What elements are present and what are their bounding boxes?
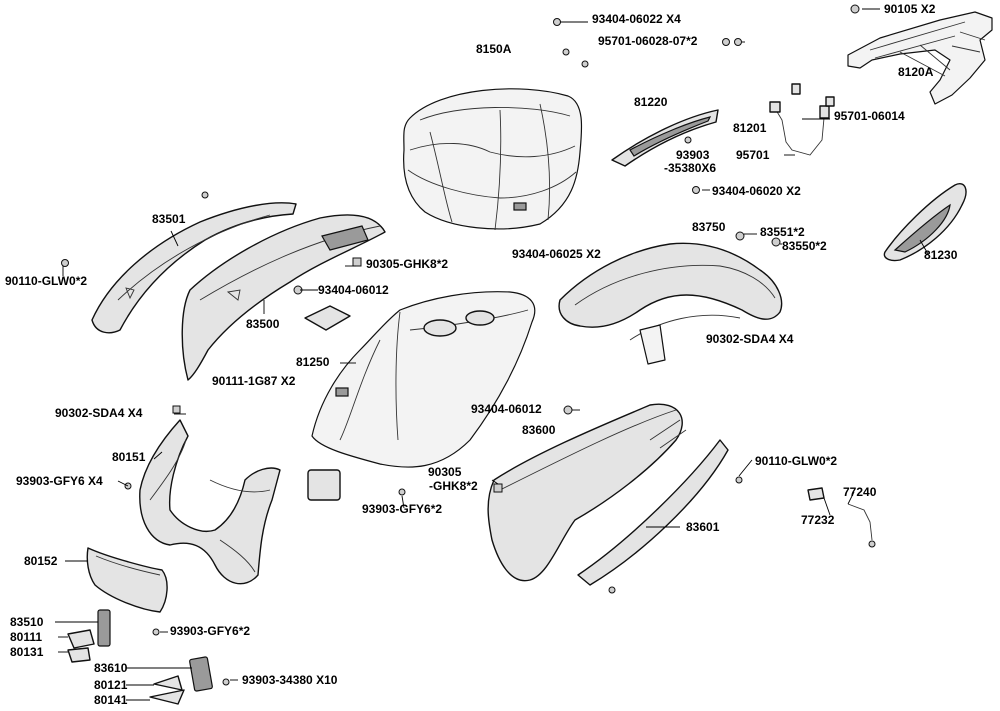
label-93903: 93903	[676, 148, 710, 162]
lens-80141	[149, 689, 185, 705]
label-80121: 80121	[94, 678, 128, 692]
inner-panel-80151	[139, 419, 281, 585]
lens-80131	[67, 647, 91, 663]
label-80141: 80141	[94, 693, 128, 707]
side-rail-83501	[91, 202, 297, 334]
label-81250: 81250	[296, 355, 330, 369]
label-93404-06012-a: 93404-06012	[318, 283, 389, 297]
label-83551: 83551*2	[760, 225, 805, 239]
label-83550: 83550*2	[782, 239, 827, 253]
label-35380: -35380X6	[664, 161, 717, 175]
label-83510: 83510	[10, 615, 44, 629]
label-90110-GLW0-b: 90110-GLW0*2	[755, 454, 838, 468]
rear-body-83750	[558, 242, 783, 365]
label-90110-GLW0-a: 90110-GLW0*2	[5, 274, 88, 288]
lens-80111	[67, 629, 95, 649]
label-95701: 95701	[736, 148, 770, 162]
label-GHK8-b: -GHK8*2	[429, 479, 478, 493]
label-83600: 83600	[522, 423, 556, 437]
label-8150A: 8150A	[476, 42, 512, 56]
label-95701-06028: 95701-06028-07*2	[598, 34, 698, 48]
label-93404-06020: 93404-06020 X2	[712, 184, 801, 198]
label-80111: 80111	[10, 630, 43, 644]
label-90105: 90105 X2	[884, 2, 936, 16]
pad	[304, 305, 351, 331]
label-80152: 80152	[24, 554, 58, 568]
bracket-81201	[769, 83, 835, 156]
label-80131: 80131	[10, 645, 44, 659]
label-81201: 81201	[733, 121, 767, 135]
label-80151: 80151	[112, 450, 146, 464]
label-77240: 77240	[843, 485, 877, 499]
label-95701-06014: 95701-06014	[834, 109, 905, 123]
lower-cover-83600	[487, 403, 687, 582]
label-90302-SDA4-a: 90302-SDA4 X4	[706, 332, 794, 346]
label-90111-1G87: 90111-1G87 X2	[212, 374, 296, 388]
label-93903-GFY6-x4: 93903-GFY6 X4	[16, 474, 103, 488]
lower-trim-83601	[577, 439, 729, 586]
label-93404-06025: 93404-06025 X2	[512, 247, 601, 261]
label-93903-34380: 93903-34380 X10	[242, 673, 338, 687]
label-8120A: 8120A	[898, 65, 934, 79]
side-cover-83500	[181, 214, 386, 381]
label-83750: 83750	[692, 220, 726, 234]
label-83610: 83610	[94, 661, 128, 675]
label-93903-GFY6-2a: 93903-GFY6*2	[362, 502, 443, 516]
label-83501: 83501	[152, 212, 186, 226]
label-83500: 83500	[246, 317, 280, 331]
label-93404-06022: 93404-06022 X4	[592, 12, 681, 26]
plate-83510	[97, 609, 111, 647]
label-77232: 77232	[801, 513, 835, 527]
cable-77240	[807, 487, 876, 548]
fasteners	[61, 4, 860, 686]
label-93903-GFY6-2b: 93903-GFY6*2	[170, 624, 251, 638]
rear-emblem-81230	[883, 183, 967, 262]
lens-80121	[153, 675, 183, 691]
label-90305-GHK8-a: 90305-GHK8*2	[366, 257, 449, 271]
label-81230: 81230	[924, 248, 958, 262]
plate-83610	[189, 656, 213, 692]
rear-carrier-8120A	[847, 11, 993, 105]
label-83601: 83601	[686, 520, 720, 534]
front-lower-80152	[86, 547, 168, 613]
label-90305-b: 90305	[428, 465, 462, 479]
label-81220: 81220	[634, 95, 668, 109]
label-90302-SDA4-b: 90302-SDA4 X4	[55, 406, 143, 420]
spoiler-81220	[611, 109, 719, 167]
leader-lines	[55, 8, 929, 701]
label-93404-06012-b: 93404-06012	[471, 402, 542, 416]
top-case-8150A	[403, 88, 583, 231]
luggage-box-81250	[311, 291, 536, 468]
lock-unit	[307, 469, 341, 501]
